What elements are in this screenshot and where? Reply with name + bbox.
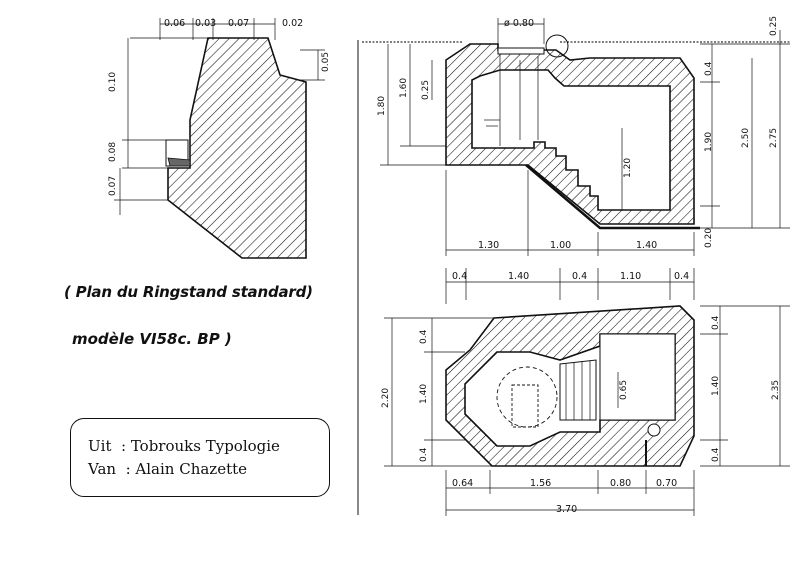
section-dim-right-d: 2.50 (741, 128, 751, 148)
plan-drawing (384, 268, 790, 516)
detail-dim-left-3: 0.07 (108, 176, 118, 196)
section-drawing (362, 18, 790, 256)
detail-dim-left-2: 0.08 (108, 142, 118, 162)
section-dim-right-c: 0.20 (704, 228, 714, 248)
detail-dim-right: 0.05 (321, 52, 331, 72)
plan-dim-right-1: 0.4 (711, 315, 721, 330)
plan-dim-left-2: 1.40 (419, 384, 429, 404)
detail-dim-top-3: 0.07 (228, 18, 249, 29)
plan-dim-bottom-1: 0.64 (452, 478, 473, 489)
section-dim-left-outer: 1.80 (377, 96, 387, 116)
plan-dim-right-total: 2.35 (771, 380, 781, 400)
plan-dim-inner: 0.65 (619, 380, 629, 400)
section-dim-stair: 1.20 (623, 158, 633, 178)
plan-dim-bottom-4: 0.70 (656, 478, 677, 489)
section-dim-bottom-1: 1.30 (478, 240, 499, 251)
detail-dim-left-1: 0.10 (108, 72, 118, 92)
section-dim-right-a: 0.4 (704, 61, 714, 76)
plan-dim-top-3: 0.4 (572, 271, 587, 282)
detail-wall (167, 37, 307, 259)
section-dim-bottom-2: 1.00 (550, 240, 571, 251)
plan-dim-top-2: 1.40 (508, 271, 529, 282)
plan-dim-left-3: 0.4 (419, 447, 429, 462)
section-dim-top-right: 0.25 (769, 16, 779, 36)
credit-author: Van : Alain Chazette (88, 460, 248, 478)
section-dim-right-b: 1.90 (704, 132, 714, 152)
drawing-subtitle: modèle VI58c. BP ) (72, 330, 232, 348)
plan-dim-bottom-3: 0.80 (610, 478, 631, 489)
plan-dim-top-5: 0.4 (674, 271, 689, 282)
section-wall (445, 43, 695, 225)
detail-drawing (114, 18, 325, 259)
credit-source: Uit : Tobrouks Typologie (88, 437, 280, 455)
detail-dim-top-2: 0.03 (195, 18, 216, 29)
credits-box (70, 418, 330, 497)
section-dim-right-e: 2.75 (769, 128, 779, 148)
section-dim-left-small: 0.25 (421, 80, 431, 100)
section-dim-diameter: ø 0.80 (504, 18, 534, 29)
section-dim-bottom-3: 1.40 (636, 240, 657, 251)
section-dim-left-inner: 1.60 (399, 78, 409, 98)
plan-dim-right-2: 1.40 (711, 376, 721, 396)
plan-dim-bottom-2: 1.56 (530, 478, 551, 489)
plan-dim-left-outer: 2.20 (381, 388, 391, 408)
detail-dim-top-1: 0.06 (164, 18, 185, 29)
plan-dim-right-3: 0.4 (711, 447, 721, 462)
detail-dim-top-4: 0.02 (282, 18, 303, 29)
plan-dim-top-1: 0.4 (452, 271, 467, 282)
plan-dim-top-4: 1.10 (620, 271, 641, 282)
drawing-title: ( Plan du Ringstand standard) (64, 283, 313, 301)
plan-dim-left-1: 0.4 (419, 329, 429, 344)
plan-dim-total: 3.70 (556, 504, 577, 515)
